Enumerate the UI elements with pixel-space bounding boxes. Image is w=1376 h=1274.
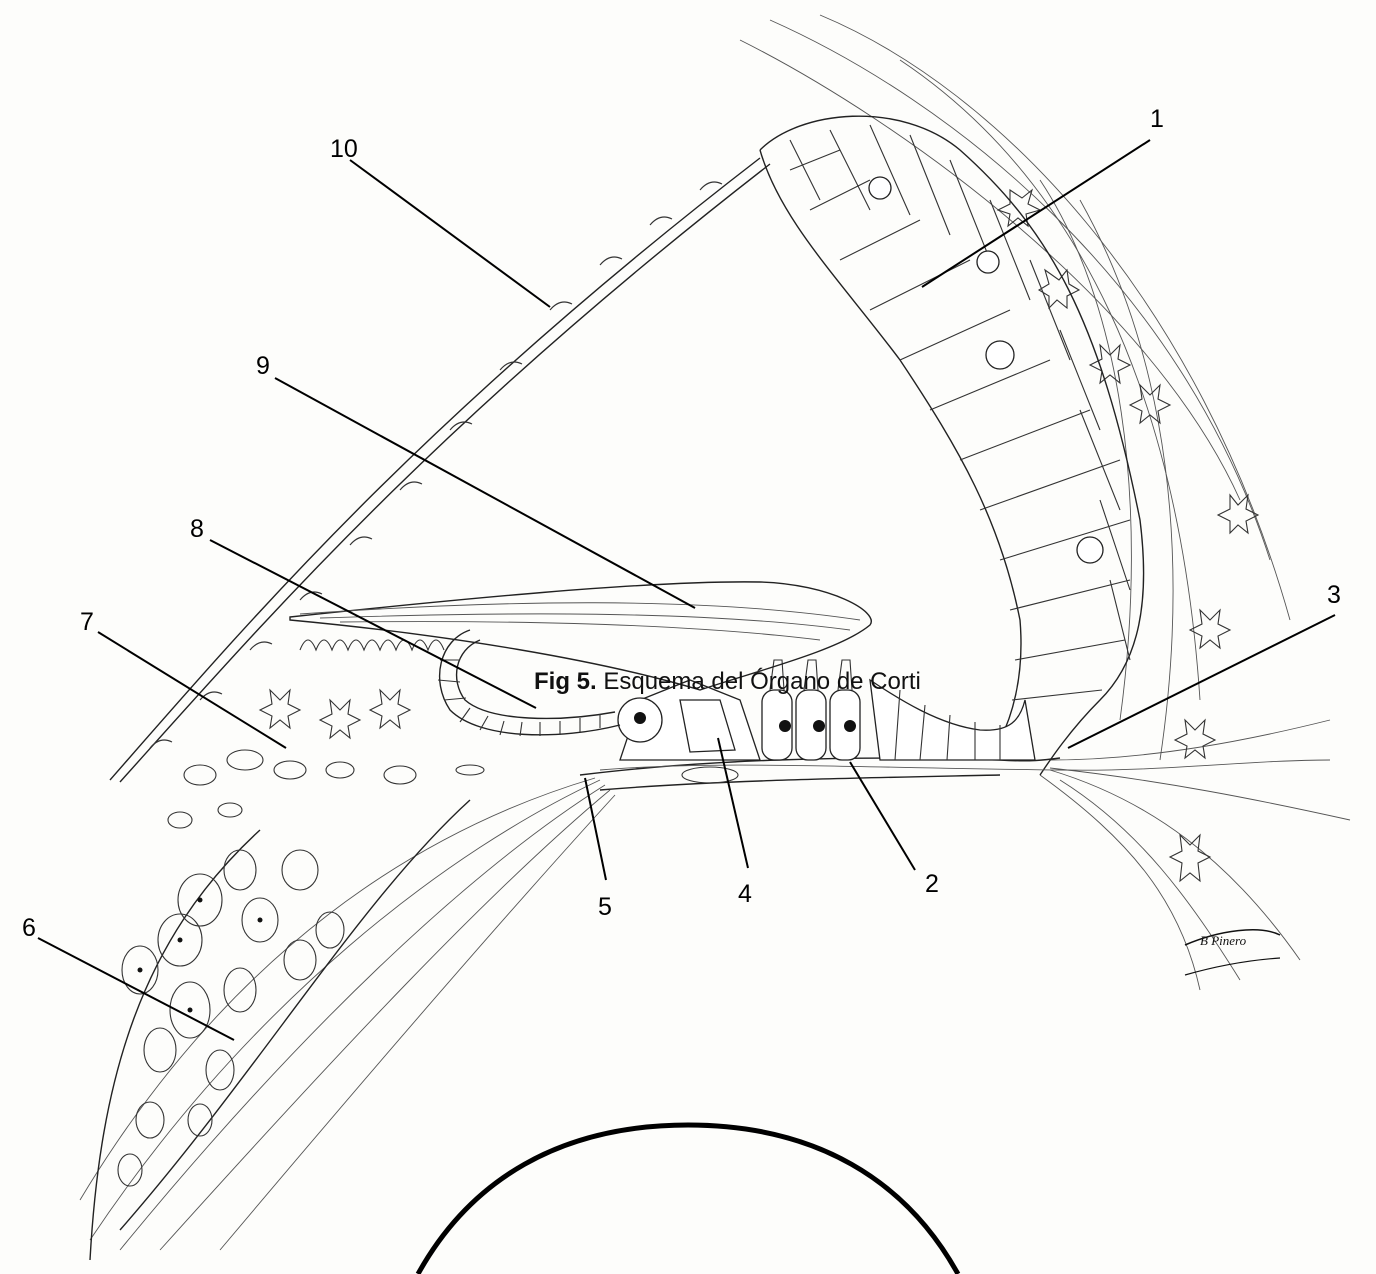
callout-9: 9 xyxy=(256,352,270,380)
spiral-limbus xyxy=(168,640,484,828)
signature-text: B Pinero xyxy=(1200,933,1247,948)
callout-numbers: 1 2 3 4 5 6 7 8 9 10 xyxy=(22,105,1341,942)
callout-1: 1 xyxy=(1150,105,1164,133)
basilar-membrane xyxy=(580,758,1330,790)
callout-5: 5 xyxy=(598,893,612,921)
caption-number: Fig 5. xyxy=(534,668,597,695)
leader-5 xyxy=(585,778,606,880)
leader-6 xyxy=(38,938,234,1040)
fibrocytes xyxy=(998,190,1258,881)
callout-6: 6 xyxy=(22,914,36,942)
caption-text: Esquema del Órgano de Corti xyxy=(603,668,921,695)
leader-10 xyxy=(350,160,550,307)
leader-7 xyxy=(98,632,286,748)
leader-1 xyxy=(922,140,1150,287)
leader-8 xyxy=(210,540,536,708)
callout-3: 3 xyxy=(1327,581,1341,609)
callout-8: 8 xyxy=(190,515,204,543)
callout-10: 10 xyxy=(330,135,358,163)
figure-caption: Fig 5. Esquema del Órgano de Corti xyxy=(534,668,921,696)
callout-4: 4 xyxy=(738,880,752,908)
callout-7: 7 xyxy=(80,608,94,636)
spiral-ligament-fibers xyxy=(740,15,1350,990)
leader-9 xyxy=(275,378,695,608)
leader-lines xyxy=(38,140,1335,1040)
callout-2: 2 xyxy=(925,870,939,898)
modiolus-outline xyxy=(418,1125,958,1274)
spiral-ganglion xyxy=(80,778,615,1260)
